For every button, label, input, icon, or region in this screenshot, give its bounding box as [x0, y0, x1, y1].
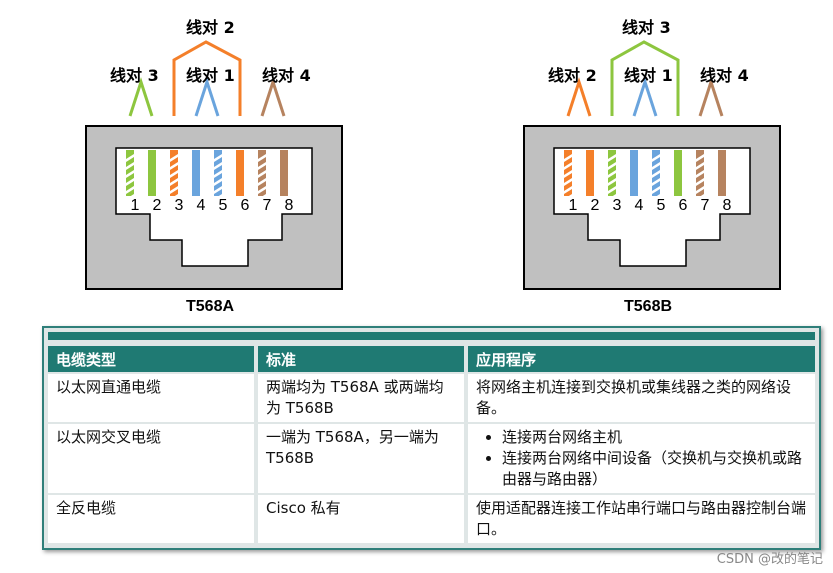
- pin-number: 3: [174, 197, 184, 214]
- pair-wire: [172, 40, 242, 116]
- t568a-pair-label-top: 线对 2: [186, 18, 235, 37]
- pin-strip: [564, 150, 572, 202]
- pin-strip: [696, 150, 704, 202]
- t568b-pair-label-left: 线对 2: [548, 66, 597, 85]
- pair-wire: [632, 77, 658, 117]
- pin-strip: [126, 150, 134, 202]
- pin-number: 7: [700, 197, 710, 214]
- cable-table: 电缆类型 标准 应用程序 以太网直通电缆 两端均为 T568A 或两端均为 T5…: [48, 344, 815, 545]
- t568a-pair-label-middle: 线对 1: [186, 66, 235, 85]
- rj45-wiring-diagrams: [85, 40, 781, 290]
- pin-number: 4: [634, 197, 644, 214]
- pair-wire: [566, 77, 592, 117]
- t568a-pair-wires: [128, 40, 286, 117]
- pair-wire: [194, 77, 220, 117]
- table-row: 以太网直通电缆 两端均为 T568A 或两端均为 T568B 将网络主机连接到交…: [48, 374, 815, 422]
- cell-application: 使用适配器连接工作站串行端口与路由器控制台端口。: [468, 495, 815, 543]
- pin-strip: [718, 150, 726, 196]
- pin-strip: [652, 150, 660, 202]
- pin-strip: [170, 150, 178, 202]
- pin-strip: [258, 150, 266, 202]
- pin-strip: [192, 150, 200, 196]
- pin-number: 5: [656, 197, 666, 214]
- pin-number: 7: [262, 197, 272, 214]
- t568b-pair-label-top: 线对 3: [622, 18, 671, 37]
- pin-strip: [586, 150, 594, 196]
- pin-strip: [674, 150, 682, 196]
- pin-number: 2: [590, 197, 600, 214]
- cell-application: 将网络主机连接到交换机或集线器之类的网络设备。: [468, 374, 815, 422]
- cell-cable-type: 以太网交叉电缆: [48, 424, 258, 493]
- cell-cable-type: 全反电缆: [48, 495, 258, 543]
- header-standard: 标准: [258, 346, 468, 372]
- t568b-pins: [564, 150, 726, 202]
- pin-strip: [608, 150, 616, 202]
- pin-number: 4: [196, 197, 206, 214]
- t568b-pair-label-right: 线对 4: [700, 66, 749, 85]
- pin-number: 6: [240, 197, 250, 214]
- pin-number: 2: [152, 197, 162, 214]
- t568a-connector: [85, 40, 343, 290]
- list-item: 连接两台网络中间设备（交换机与交换机或路由器与路由器）: [502, 448, 807, 490]
- application-list: 连接两台网络主机 连接两台网络中间设备（交换机与交换机或路由器与路由器）: [476, 427, 807, 490]
- watermark: CSDN @改的笔记: [716, 552, 823, 567]
- pin-strip: [280, 150, 288, 196]
- pin-number: 3: [612, 197, 622, 214]
- pin-number: 6: [678, 197, 688, 214]
- t568a-label: T568A: [186, 298, 235, 315]
- cell-standard: Cisco 私有: [258, 495, 468, 543]
- pin-number: 8: [284, 197, 294, 214]
- pin-strip: [236, 150, 244, 196]
- t568b-connector: [523, 40, 781, 290]
- t568b-pair-label-middle: 线对 1: [624, 66, 673, 85]
- pin-number: 5: [218, 197, 228, 214]
- pin-number: 1: [130, 197, 140, 214]
- table-top-band: [48, 332, 815, 340]
- table-header-row: 电缆类型 标准 应用程序: [48, 346, 815, 372]
- pin-strip: [148, 150, 156, 196]
- t568b-pair-wires: [566, 40, 724, 117]
- pin-number: 1: [568, 197, 578, 214]
- cable-types-table: 电缆类型 标准 应用程序 以太网直通电缆 两端均为 T568A 或两端均为 T5…: [42, 326, 821, 550]
- header-application: 应用程序: [468, 346, 815, 372]
- cell-cable-type: 以太网直通电缆: [48, 374, 258, 422]
- pin-number: 8: [722, 197, 732, 214]
- pin-strip: [214, 150, 222, 202]
- table-row: 以太网交叉电缆 一端为 T568A，另一端为 T568B 连接两台网络主机 连接…: [48, 424, 815, 493]
- pair-wire: [610, 40, 680, 116]
- pair-wire: [260, 77, 286, 117]
- cell-standard: 一端为 T568A，另一端为 T568B: [258, 424, 468, 493]
- t568a-pair-label-right: 线对 4: [262, 66, 311, 85]
- t568a-pins: [126, 150, 288, 202]
- list-item: 连接两台网络主机: [502, 427, 807, 448]
- pair-wire: [698, 77, 724, 117]
- t568a-pair-label-left: 线对 3: [110, 66, 159, 85]
- pin-strip: [630, 150, 638, 196]
- cell-application: 连接两台网络主机 连接两台网络中间设备（交换机与交换机或路由器与路由器）: [468, 424, 815, 493]
- cell-standard: 两端均为 T568A 或两端均为 T568B: [258, 374, 468, 422]
- table-row: 全反电缆 Cisco 私有 使用适配器连接工作站串行端口与路由器控制台端口。: [48, 495, 815, 543]
- header-cable-type: 电缆类型: [48, 346, 258, 372]
- t568b-label: T568B: [624, 298, 673, 315]
- pair-wire: [128, 77, 154, 117]
